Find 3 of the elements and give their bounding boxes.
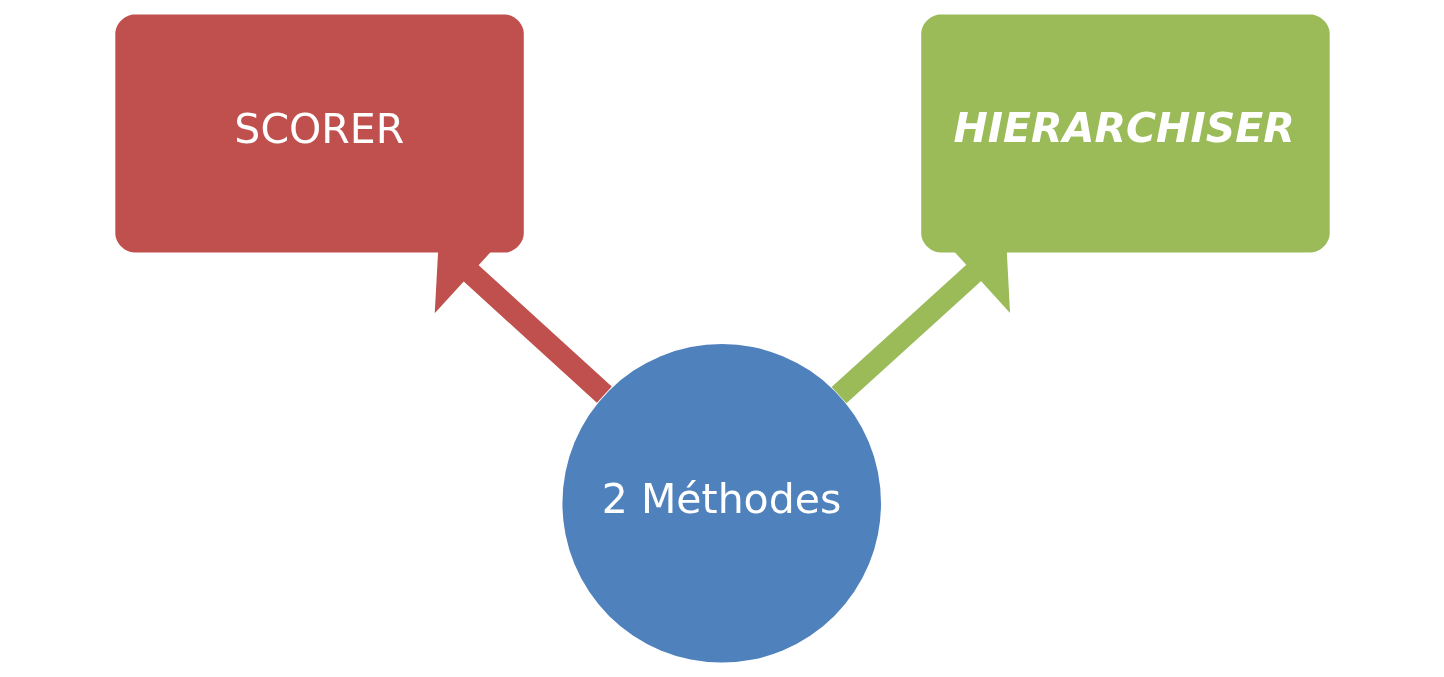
node-circle: 2 Méthodes xyxy=(561,344,881,663)
node-box: HIERARCHISER xyxy=(920,14,1330,253)
node-box: SCORER xyxy=(114,14,524,253)
